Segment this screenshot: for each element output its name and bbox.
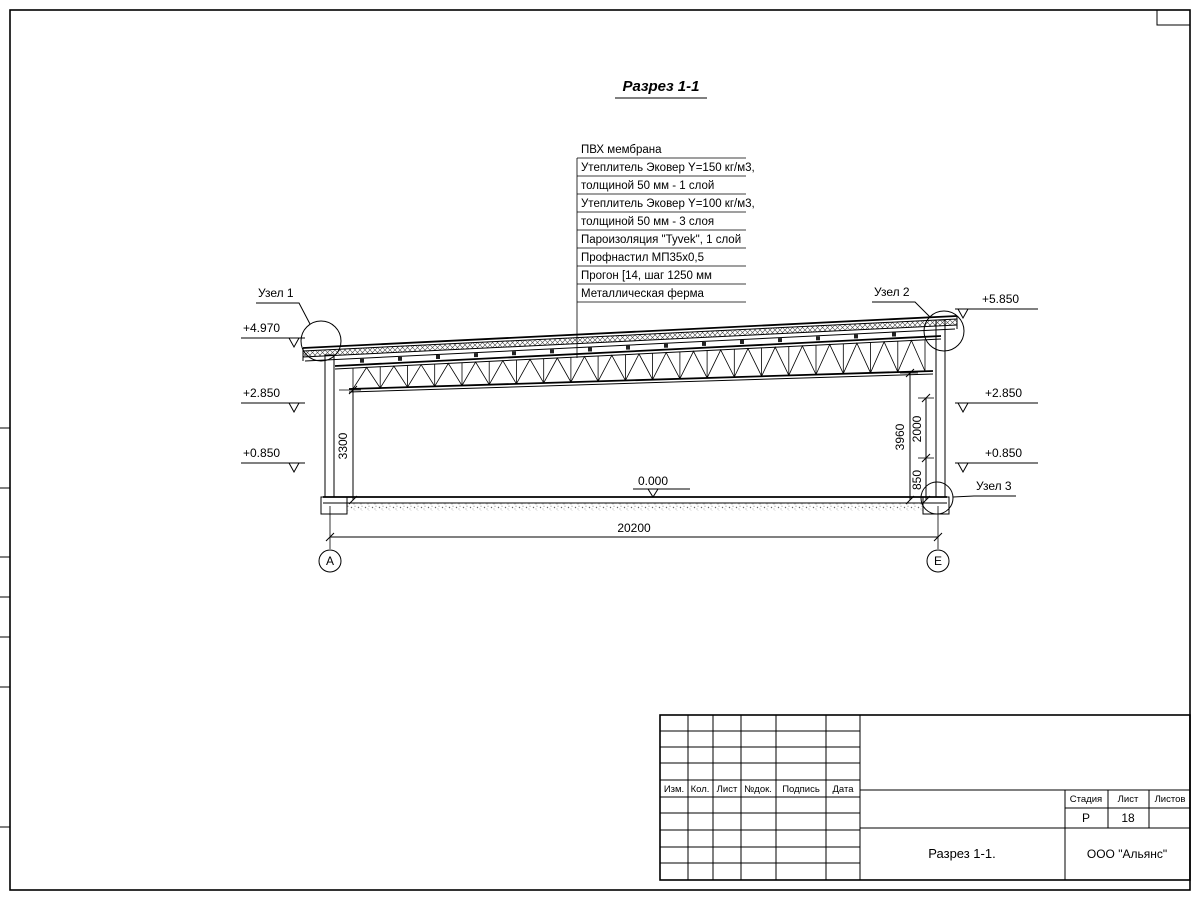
node-2-callout: Узел 2	[872, 285, 965, 352]
spec-line: толщиной 50 мм - 3 слоя	[581, 216, 714, 228]
elevation-zero: 0.000	[633, 474, 690, 498]
tb-col-doc: №док.	[744, 784, 772, 795]
tb-stage-value: Р	[1082, 811, 1090, 825]
elevation-right-low: +0.850	[955, 446, 1038, 474]
elevation-left-low: +0.850	[241, 446, 305, 474]
node-2-circle	[923, 310, 965, 352]
tb-sheet-value: 18	[1121, 811, 1135, 825]
node-callouts: Узел 1 Узел 2 Узел 3	[256, 285, 1016, 515]
svg-text:+5.850: +5.850	[982, 292, 1019, 306]
elevation-left-top: +4.970	[241, 321, 305, 349]
title-block: Изм. Кол. Лист №док. Подпись Дата Стадия…	[659, 714, 1191, 881]
node-3-callout: Узел 3	[920, 479, 1016, 515]
svg-text:+2.850: +2.850	[985, 386, 1022, 400]
truss-web-diagonals	[352, 339, 926, 390]
tb-col-kol: Кол.	[691, 784, 710, 795]
axis-markers: А Е	[318, 549, 950, 573]
purlin-marks	[360, 332, 896, 363]
tb-stage-label: Стадия	[1070, 794, 1102, 805]
dim-lower-850: 850	[910, 457, 934, 505]
dim-lower-value: 850	[910, 470, 924, 490]
elevation-right-top: +5.850	[955, 292, 1038, 320]
dimensions: 20200 3300 3960 2000 850	[325, 368, 943, 549]
elevation-marks: +4.970 +2.850 +0.850 +5.850 +2.850 +0.85…	[241, 292, 1038, 498]
axis-e-circle	[926, 549, 950, 573]
left-foundation	[320, 496, 348, 515]
sheet-frame	[0, 9, 1191, 891]
tb-company: ООО "Альянс"	[1087, 847, 1167, 861]
svg-text:+2.850: +2.850	[243, 386, 280, 400]
svg-text:+0.850: +0.850	[985, 446, 1022, 460]
floor-slab	[320, 496, 950, 515]
tb-col-date: Дата	[832, 784, 854, 795]
axis-a-label: А	[326, 554, 334, 568]
svg-text:+4.970: +4.970	[243, 321, 280, 335]
drawing-heading: Разрез 1-1	[615, 78, 707, 99]
node-1-label: Узел 1	[258, 286, 294, 300]
dim-left-height-value: 3300	[336, 432, 350, 459]
tb-col-sign: Подпись	[782, 784, 820, 795]
corner-cell	[1156, 9, 1191, 26]
right-wall	[935, 319, 946, 498]
axis-e-label: Е	[934, 554, 942, 568]
node-3-circle	[920, 481, 954, 515]
left-wall	[324, 354, 335, 498]
spec-line: Металлическая ферма	[581, 288, 704, 300]
dim-width-value: 20200	[617, 521, 651, 535]
left-margin-cells	[0, 427, 10, 828]
tb-drawing-name: Разрез 1-1.	[928, 846, 995, 861]
dim-left-height: 3300	[336, 385, 361, 505]
metal-truss	[334, 335, 942, 393]
roof-spec-callouts: ПВХ мембрана Утеплитель Эковер Y=150 кг/…	[576, 144, 755, 358]
spec-line: Утеплитель Эковер Y=150 кг/м3,	[581, 162, 755, 174]
truss-web-verticals	[352, 339, 926, 389]
roof-layers	[302, 315, 958, 363]
spec-line: Профнастил МП35х0,5	[581, 252, 704, 264]
svg-text:+0.850: +0.850	[243, 446, 280, 460]
page-title: Разрез 1-1	[622, 78, 699, 95]
tb-sheet-label: Лист	[1118, 794, 1139, 805]
node-3-label: Узел 3	[976, 479, 1012, 493]
tb-col-list: Лист	[717, 784, 738, 795]
axis-a-circle	[318, 549, 342, 573]
node-1-circle	[300, 320, 342, 362]
spec-line: Пароизоляция "Tyvek", 1 слой	[581, 234, 741, 246]
dim-right-height-value: 3960	[893, 423, 907, 450]
spec-line: толщиной 50 мм - 1 слой	[581, 180, 714, 192]
building-section	[302, 315, 958, 515]
spec-line: Утеплитель Эковер Y=100 кг/м3,	[581, 198, 755, 210]
elevation-left-mid: +2.850	[241, 386, 305, 414]
spec-line: ПВХ мембрана	[581, 144, 662, 156]
spec-line: Прогон [14, шаг 1250 мм	[581, 270, 712, 282]
node-1-callout: Узел 1	[256, 286, 342, 362]
dim-upper-value: 2000	[910, 415, 924, 442]
dim-upper-2000: 2000	[910, 393, 934, 463]
dim-right-height: 3960	[893, 368, 918, 505]
tb-sheets-label: Листов	[1155, 794, 1186, 805]
svg-text:0.000: 0.000	[638, 474, 668, 488]
elevation-right-mid: +2.850	[955, 386, 1038, 414]
tb-col-izm: Изм.	[664, 784, 684, 795]
node-2-label: Узел 2	[874, 285, 910, 299]
dim-overall-width: 20200	[325, 506, 943, 549]
